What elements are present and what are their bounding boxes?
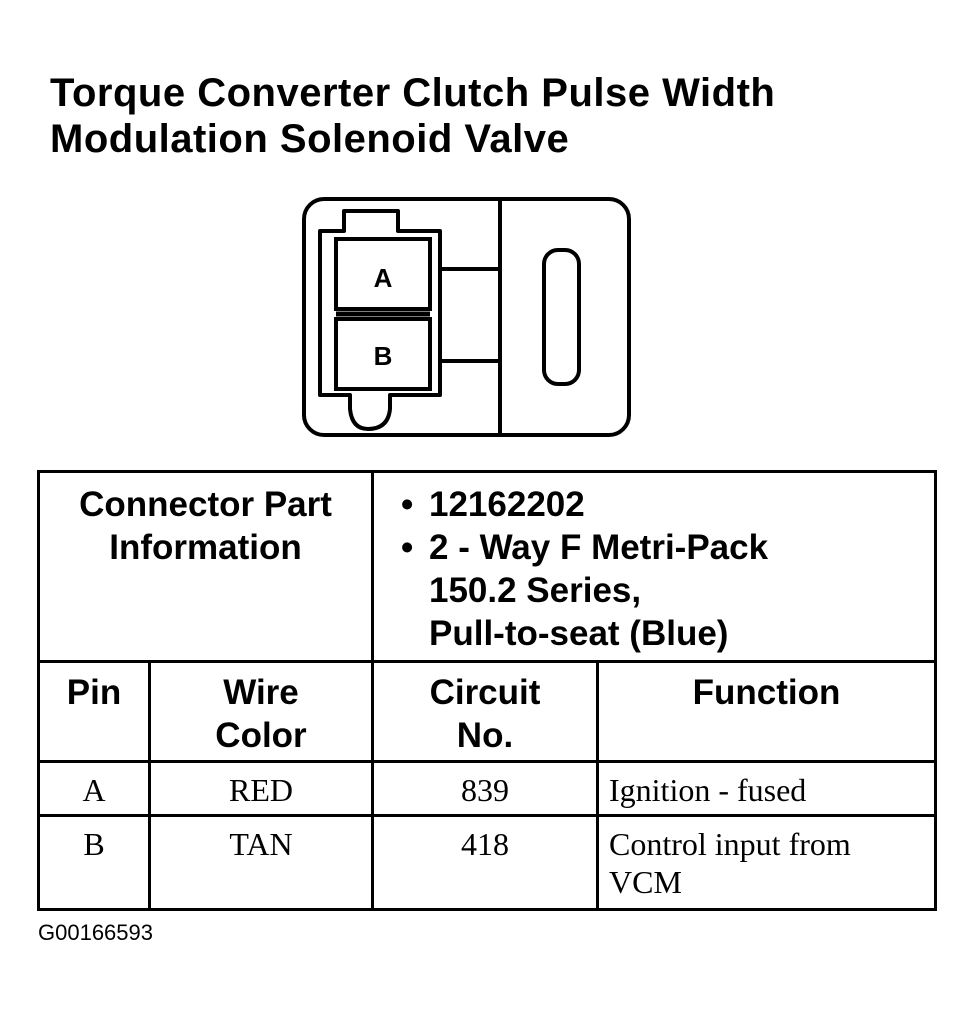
connector-description-line-3: Pull-to-seat (Blue)	[429, 614, 729, 653]
part-number: 12162202	[429, 485, 585, 524]
row-a-function: Ignition - fused	[596, 760, 937, 817]
row-a-wire-color: RED	[148, 760, 374, 817]
pin-b-label: B	[374, 341, 393, 371]
row-b-pin: B	[37, 814, 151, 911]
table-row: A RED 839 Ignition - fused	[37, 760, 937, 817]
diagram-title: Torque Converter Clutch Pulse Width Modu…	[50, 70, 930, 162]
title-line-2: Modulation Solenoid Valve	[50, 117, 570, 161]
row-b-function-line-2: VCM	[609, 864, 682, 900]
header-circuit-line-2: No.	[456, 716, 514, 755]
figure-id: G00166593	[38, 920, 153, 945]
header-wire-color-line-1: Wire	[223, 673, 299, 712]
connector-description-line-2: 150.2 Series,	[429, 571, 642, 610]
table-row: B TAN 418 Control input from VCM	[37, 814, 937, 911]
header-pin-label: Pin	[66, 673, 122, 712]
part-info-label-cell: Connector Part Information	[37, 470, 374, 663]
bullet-icon: •	[401, 528, 414, 567]
header-wire-color-line-2: Color	[215, 716, 307, 755]
bullet-icon: •	[401, 485, 414, 524]
row-b-circuit: 418	[371, 814, 599, 911]
header-wire-color: Wire Color	[148, 660, 374, 763]
row-a-circuit: 839	[371, 760, 599, 817]
row-a-function-line-1: Ignition - fused	[609, 772, 807, 808]
header-function: Function	[596, 660, 937, 763]
row-b-wire-color: TAN	[148, 814, 374, 911]
header-pin: Pin	[37, 660, 151, 763]
header-circuit: Circuit No.	[371, 660, 599, 763]
title-line-1: Torque Converter Clutch Pulse Width	[50, 71, 776, 115]
header-function-label: Function	[692, 673, 841, 712]
part-info-details-cell: • 12162202 • 2 - Way F Metri-Pack 150.2 …	[371, 470, 937, 663]
row-b-function-line-1: Control input from	[609, 826, 851, 862]
header-circuit-line-1: Circuit	[429, 673, 541, 712]
connector-face-diagram: A B	[302, 197, 631, 437]
pin-a-cavity	[334, 237, 432, 311]
connector-info-table: Connector Part Information • 12162202 • …	[37, 470, 937, 911]
connector-description-line-1: 2 - Way F Metri-Pack	[429, 528, 769, 567]
row-b-function: Control input from VCM	[596, 814, 937, 911]
row-a-pin: A	[37, 760, 151, 817]
part-info-label-line-1: Connector Part	[79, 485, 332, 524]
pin-b-cavity	[334, 317, 432, 391]
part-info-label-line-2: Information	[109, 528, 302, 567]
pin-a-label: A	[374, 263, 393, 293]
